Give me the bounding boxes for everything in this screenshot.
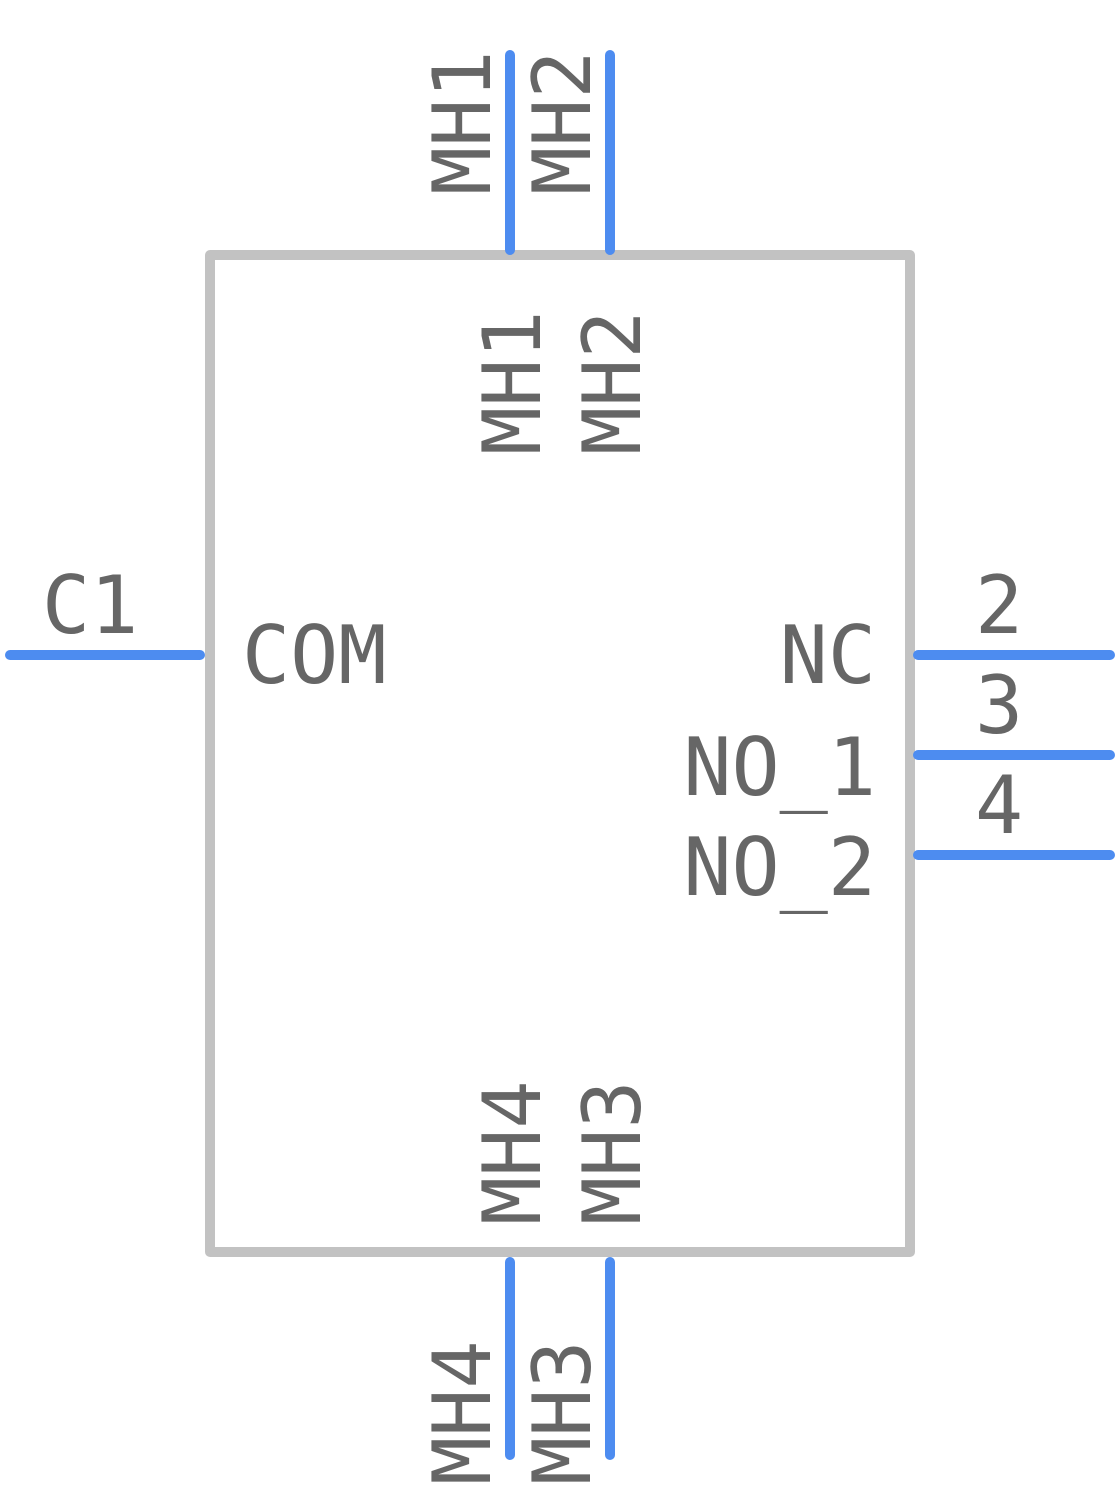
component-body: [205, 250, 915, 1257]
pin-4-number: 4: [975, 759, 1023, 852]
pin-mh4-number: MH4: [416, 1341, 509, 1486]
pin-mh2-name: MH2: [566, 311, 659, 456]
pin-mh1-number: MH1: [416, 51, 509, 196]
pin-2-name: NC: [780, 609, 876, 702]
pin-mh3-name: MH3: [566, 1081, 659, 1226]
pin-3-number: 3: [975, 659, 1023, 752]
pin-mh1-name: MH1: [466, 311, 559, 456]
pin-mh4-name: MH4: [466, 1081, 559, 1226]
pin-c1-number: C1: [42, 559, 138, 652]
pin-2-number: 2: [975, 559, 1023, 652]
pin-mh3-number: MH3: [516, 1341, 609, 1486]
pin-4-name: NO_2: [683, 821, 876, 914]
pin-3-name: NO_1: [683, 721, 876, 814]
pin-mh2-number: MH2: [516, 51, 609, 196]
pin-c1-name: COM: [242, 609, 387, 702]
